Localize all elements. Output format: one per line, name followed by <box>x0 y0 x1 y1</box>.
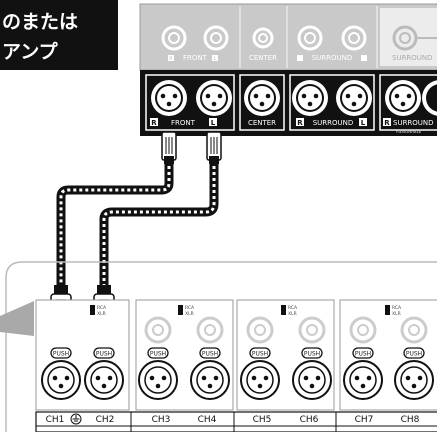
push-button-ch7[interactable] <box>352 347 374 359</box>
ch8-label: CH8 <box>401 415 420 425</box>
push-button-ch6[interactable] <box>301 347 323 359</box>
mixer-outline <box>5 261 437 432</box>
cable-front-r <box>56 160 174 292</box>
badge-l-front: L <box>211 119 216 127</box>
lower-front-label: FRONT <box>171 119 196 127</box>
xlr-surround-r-jack <box>292 80 328 116</box>
svg-text:PUSH: PUSH <box>96 351 112 358</box>
rca-xlr-switch-ch1-ch2: RCA XLR <box>90 305 107 317</box>
svg-text:XLR: XLR <box>97 311 106 317</box>
svg-text:XLR: XLR <box>288 311 297 317</box>
lower-surround-back-label: SURROUND <box>393 119 434 127</box>
caption-box: のまたは アンプ <box>0 0 118 70</box>
lower-center-label: CENTER <box>248 119 276 127</box>
amp-rear-panel: R FRONT L CENTER SURROUND SURROUND <box>139 3 437 136</box>
svg-text:PUSH: PUSH <box>355 351 371 358</box>
svg-text:RCA: RCA <box>288 305 298 311</box>
push-button-ch8[interactable] <box>403 347 425 359</box>
lower-surround-label: SURROUND <box>313 119 354 127</box>
ch6-label: CH6 <box>300 415 319 425</box>
badge-r-surround: R <box>297 119 303 127</box>
svg-text:PUSH: PUSH <box>150 351 166 358</box>
push-button-ch4[interactable] <box>199 347 221 359</box>
svg-text:PUSH: PUSH <box>252 351 268 358</box>
ch4-label: CH4 <box>198 415 217 425</box>
svg-text:XLR: XLR <box>185 311 194 317</box>
upper-rca-jacks <box>161 25 437 51</box>
badge-l-surround: L <box>361 119 366 127</box>
badge-r-surround-back: R <box>384 119 390 127</box>
push-button-ch2[interactable] <box>93 347 115 359</box>
rca-xlr-switch-ch3-ch4: RCA XLR <box>178 305 195 317</box>
svg-text:PUSH: PUSH <box>53 351 69 358</box>
xlr-center-jack <box>244 80 280 116</box>
svg-text:PUSH: PUSH <box>304 351 320 358</box>
xlr-surround-l-jack <box>336 80 372 116</box>
mixer-device: RCA XLR RCA XLR RCA XLR RCA XLR <box>0 261 437 432</box>
ch2-label: CH2 <box>96 415 115 425</box>
ch3-label: CH3 <box>152 415 171 425</box>
xlr-front-l-jack <box>196 80 232 116</box>
cable-plug-top-l <box>206 131 222 164</box>
ch1-label: CH1 <box>46 415 65 425</box>
cable-front-l <box>99 160 219 292</box>
xlr-front-r-jack <box>151 80 187 116</box>
caption-line1: のまたは <box>2 11 78 33</box>
push-button-ch1[interactable] <box>50 347 72 359</box>
rca-xlr-switch-ch7-ch8: RCA XLR <box>385 305 402 317</box>
ground-icon <box>70 413 82 425</box>
svg-text:RCA: RCA <box>392 305 402 311</box>
upper-center-label: CENTER <box>249 54 277 62</box>
badge-r-front: R <box>151 119 157 127</box>
mixer-rca-jacks <box>144 316 428 344</box>
svg-text:PUSH: PUSH <box>406 351 422 358</box>
push-button-ch3[interactable] <box>147 347 169 359</box>
svg-text:R: R <box>169 56 173 62</box>
mixer-xlr-inputs: PUSH PUSH PUSH PUSH PUSH <box>41 347 434 400</box>
cable-plug-top-r <box>161 131 177 164</box>
upper-front-label: FRONT <box>183 54 208 62</box>
svg-text:RCA: RCA <box>97 305 107 311</box>
ch7-label: CH7 <box>355 415 374 425</box>
push-button-ch5[interactable] <box>249 347 271 359</box>
rca-xlr-switch-ch5-ch6: RCA XLR <box>281 305 298 317</box>
upper-surround-label: SURROUND <box>312 54 353 62</box>
svg-text:XLR: XLR <box>392 311 401 317</box>
upper-surround-back-label: SURROUND <box>392 54 433 62</box>
assignable-label: ASSIGNABLE <box>396 129 422 134</box>
pointer-wedge <box>0 301 34 336</box>
channel-label-strip <box>35 411 437 432</box>
svg-text:RCA: RCA <box>185 305 195 311</box>
ch5-label: CH5 <box>253 415 272 425</box>
svg-text:L: L <box>214 56 217 62</box>
svg-text:PUSH: PUSH <box>202 351 218 358</box>
xlr-surround-back-jack <box>385 80 437 116</box>
caption-line2: アンプ <box>2 40 59 63</box>
